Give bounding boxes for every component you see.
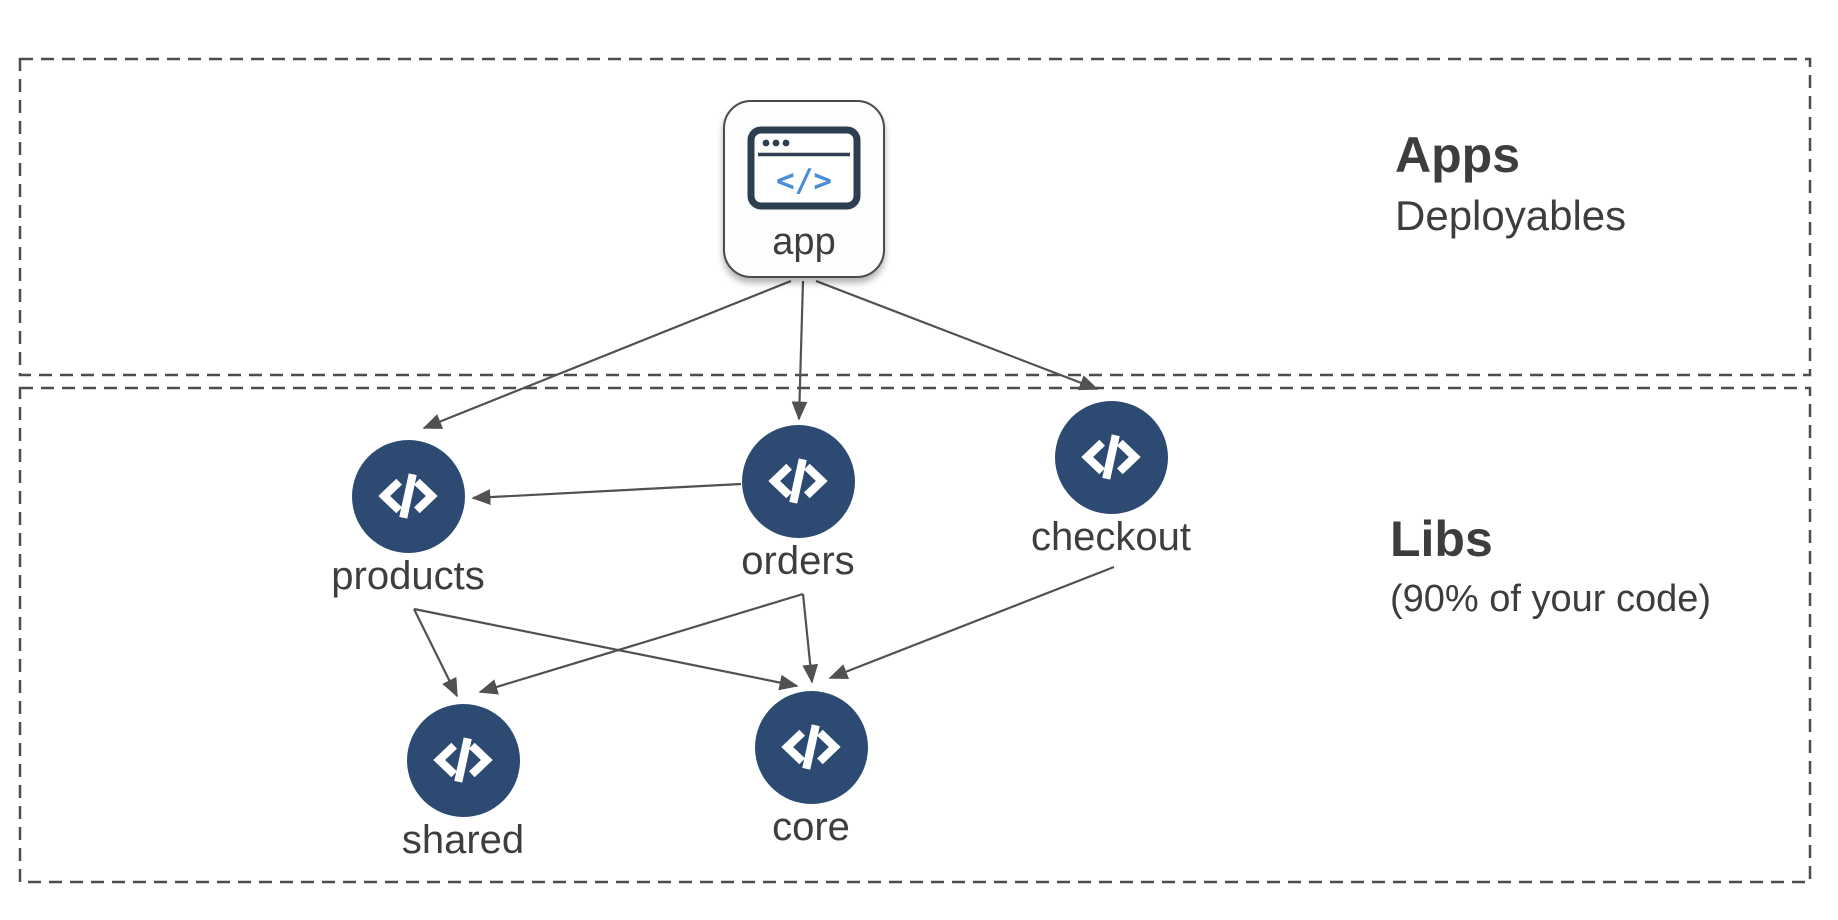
- node-core: [754, 690, 868, 804]
- svg-text:</>: </>: [776, 163, 832, 199]
- edge-orders-products: [471, 482, 742, 505]
- node-label-checkout: checkout: [1030, 515, 1192, 559]
- node-orders: [741, 424, 855, 538]
- node-label-shared: shared: [401, 818, 525, 862]
- edge-orders-core: [801, 593, 819, 684]
- libs-section-label: Libs (90% of your code): [1390, 512, 1711, 621]
- edge-products-shared: [413, 608, 458, 698]
- apps-heading: Apps: [1395, 127, 1520, 183]
- code-icon: [781, 724, 841, 770]
- node-checkout: [1054, 400, 1168, 514]
- libs-heading: Libs: [1390, 511, 1493, 567]
- apps-section-box: [18, 57, 1812, 377]
- node-label-orders: orders: [741, 539, 855, 583]
- libs-section-box: [18, 386, 1812, 884]
- edge-products-core: [413, 607, 799, 691]
- code-icon: [1081, 434, 1141, 480]
- node-shared: [406, 703, 520, 817]
- node-app: </> app: [723, 100, 885, 278]
- node-label-products: products: [331, 554, 485, 598]
- edge-orders-shared: [478, 592, 804, 695]
- code-icon: [433, 737, 493, 783]
- apps-section-label: Apps Deployables: [1395, 128, 1626, 239]
- libs-subheading: (90% of your code): [1390, 578, 1712, 620]
- node-products: [351, 439, 465, 553]
- code-icon: [378, 473, 438, 519]
- edge-app-checkout: [815, 279, 1099, 391]
- edge-app-orders: [791, 280, 808, 421]
- code-icon: [768, 458, 828, 504]
- apps-subheading: Deployables: [1395, 192, 1627, 239]
- edge-checkout-core: [828, 565, 1115, 680]
- node-label-app: app: [772, 221, 836, 263]
- edge-app-products: [422, 279, 792, 430]
- node-label-core: core: [772, 805, 850, 849]
- browser-code-icon: </>: [747, 126, 861, 210]
